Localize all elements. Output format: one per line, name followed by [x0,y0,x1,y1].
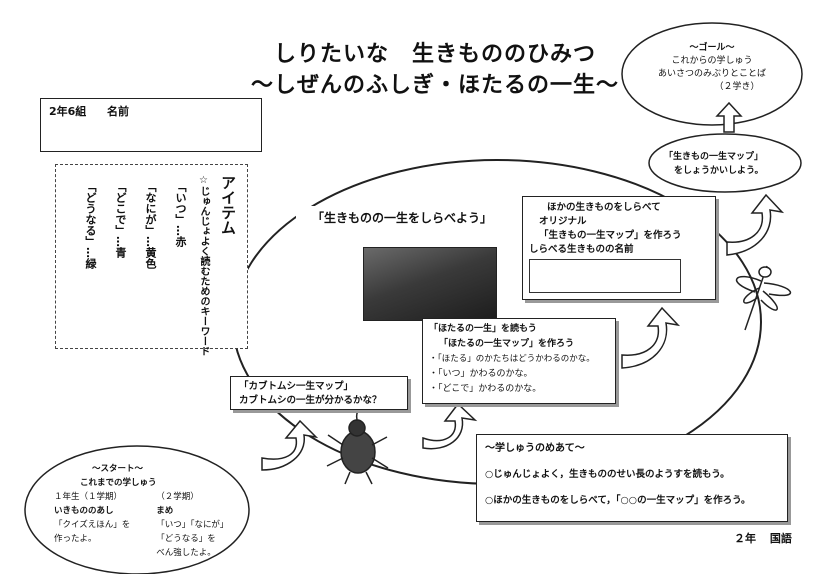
keyword-where: 「どこで」…青 [114,181,127,258]
goal-line2: あいさつのみぶりとことば [657,69,766,79]
goal-heading: ～ゴール～ [689,43,735,53]
col2-head: （２学期） [156,492,199,502]
research-line4: しらべる生きものの名前 [529,244,634,255]
intro-text: 「生きもの一生マップ」 をしょうかいしよう。 [664,150,794,178]
col2-title: まめ [156,506,174,516]
creature-name-field[interactable] [529,259,681,293]
learning-goals-box: ～学しゅうのめあて～ ○じゅんじょよく，生きもののせい長のようすを読もう。 ○ほ… [476,434,788,522]
start-col1: １年生（１学期） いきもののあし 「クイズえほん」を 作ったよ。 [54,490,146,560]
start-ellipse [24,445,250,574]
intro-line1: 「生きもの一生マップ」 [664,152,764,162]
name-label: 名前 [107,105,129,118]
start-text: ～スタート～ これまでの学しゅう １年生（１学期） いきもののあし 「クイズえほ… [54,462,234,560]
col2-body1: 「いつ」「なにが」 [156,520,229,530]
start-columns: １年生（１学期） いきもののあし 「クイズえほん」を 作ったよ。 （２学期） ま… [54,490,234,560]
firefly-line1: 「ほたるの一生」を読もう [429,324,537,334]
col2-body3: べん強したよ。 [156,548,216,558]
goal-line1: これからの学しゅう [671,56,753,66]
up-arrow-icon [715,101,743,133]
goals-item2: ○ほかの生きものをしらべて，「○○の一生マップ」を作ろう。 [485,495,751,506]
firefly-box: 「ほたるの一生」を読もう 「ほたるの一生マップ」を作ろう ・「ほたる」のかたちは… [422,318,616,404]
keyword-title: ☆じゅんじょよく読むためのキーワード [198,175,209,356]
intro-ellipse [648,133,802,193]
keyword-when: 「いつ」…赤 [174,181,187,247]
research-box: ほかの生きものをしらべて オリジナル 「生きもの一生マップ」を作ろう しらべる生… [522,196,716,300]
keyword-what: 「なにが」…黄色 [144,181,157,269]
goals-heading: ～学しゅうのめあて～ [485,443,585,454]
page-subtitle: ～しぜんのふしぎ・ほたるの一生～ [250,73,619,98]
page-title: しりたいな 生きもののひみつ [273,42,596,67]
footer-grade: ２年 [734,532,756,545]
keyword-how: 「どうなる」…緑 [84,181,97,269]
col2-body2: 「どうなる」を [156,534,216,544]
start-col2: （２学期） まめ 「いつ」「なにが」 「どうなる」を べん強したよ。 [156,490,234,560]
goal-ellipse [621,22,803,126]
start-sub: これまでの学しゅう [80,478,157,488]
class-name-box: 2年6組 名前 [40,98,262,152]
firefly-line5: ・「どこで」かわるのかな。 [429,384,542,394]
item-heading: アイテム [219,175,237,235]
col1-body2: 作ったよ。 [54,534,97,544]
firefly-line3: ・「ほたる」のかたちはどうかわるのかな。 [429,354,595,364]
beetle-icon [326,405,389,485]
item-box: アイテム ☆じゅんじょよく読むためのキーワード 「いつ」…赤 「なにが」…黄色 … [55,164,248,356]
dragonfly-icon [735,265,792,331]
beetle-box: 「カブトムシ一生マップ」 カブトムシの一生が分かるかな？ [230,376,408,410]
col1-body1: 「クイズえほん」を [54,520,131,530]
firefly-line4: ・「いつ」かわるのかな。 [429,369,533,379]
research-line1: ほかの生きものをしらべて [547,202,661,213]
start-heading: ～スタート～ [92,464,144,474]
firefly-line2: 「ほたるの一生マップ」を作ろう [439,339,575,349]
center-caption: 「生きものの一生をしらべよう」 [296,206,508,232]
curved-arrow-icon [261,193,785,471]
intro-line2: をしょうかいしよう。 [674,166,764,176]
footer: ２年 国語 [734,530,792,546]
beetle-line1: 「カブトムシ一生マップ」 [239,381,354,392]
goal-term: （２学き） [714,82,760,92]
col1-title: いきもののあし [54,506,114,516]
beetle-line2: カブトムシの一生が分かるかな？ [239,395,382,406]
goals-item1: ○じゅんじょよく，生きもののせい長のようすを読もう。 [485,469,730,480]
research-line2: オリジナル [539,216,587,227]
class-label: 2年6組 [49,105,87,118]
goal-text: ～ゴール～ これからの学しゅう あいさつのみぶりとことば （２学き） [632,42,792,94]
col1-head: １年生（１学期） [54,492,123,502]
research-line3: 「生きもの一生マップ」を作ろう [539,230,682,241]
footer-subject: 国語 [769,532,792,545]
firefly-photo [363,247,497,321]
